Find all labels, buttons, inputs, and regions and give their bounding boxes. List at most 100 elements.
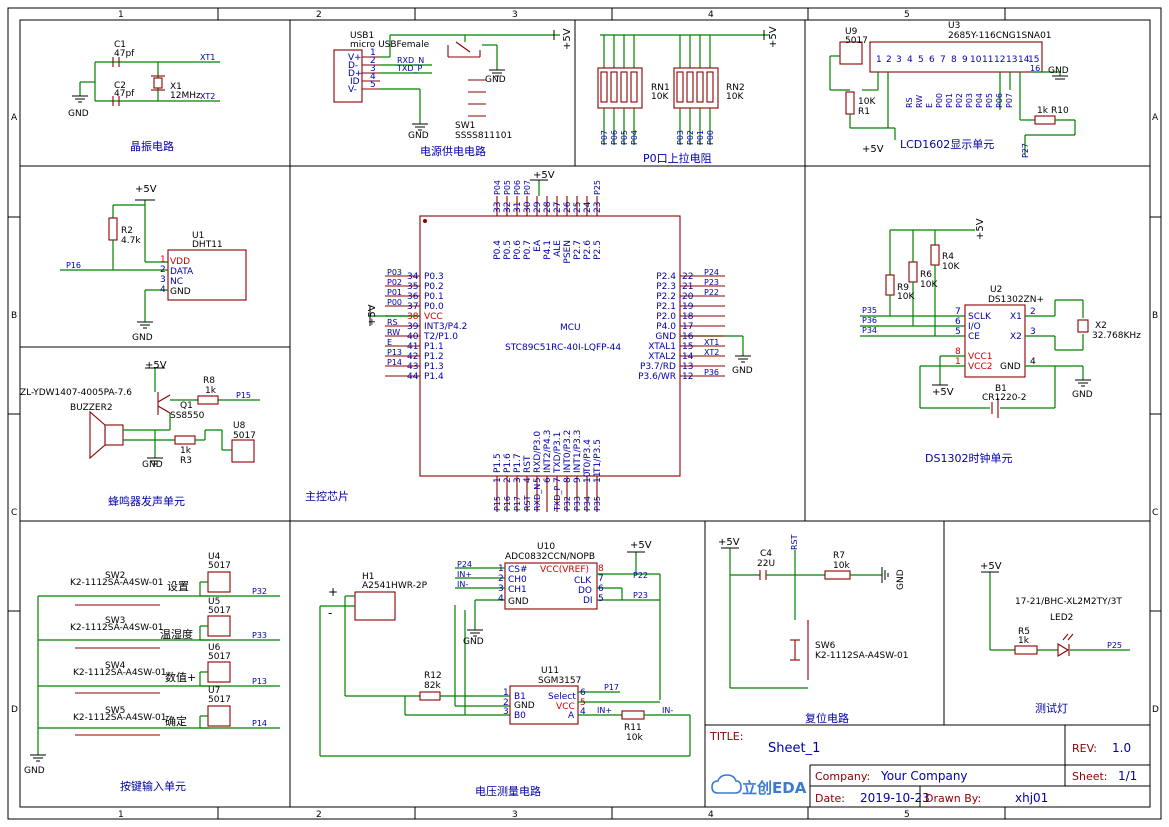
mcu-bottom-net: RST xyxy=(523,495,532,511)
mcu-left-pin-name: INT3/P4.2 xyxy=(424,322,467,332)
dht-pin-num-3: 3 xyxy=(160,275,166,285)
net-xt1: XT1 xyxy=(200,53,215,62)
mcu-right-pin-num: 13 xyxy=(682,362,693,372)
lceda-logo: 立创EDA xyxy=(711,774,807,797)
net-p22: P22 xyxy=(633,571,648,580)
mcu-bottom-pin-name: INT0/P3.2 xyxy=(563,430,573,473)
crystal-circuit xyxy=(72,57,220,106)
lcd-pin-4: 4 xyxy=(907,55,913,65)
net-in-minus: IN- xyxy=(662,706,673,715)
net-p04: P04 xyxy=(630,130,639,145)
u10-value: ADC0832CCN/NOPB xyxy=(505,552,595,562)
c1-value: 47pf xyxy=(114,49,135,59)
ds-pin-io: I/O xyxy=(968,322,981,332)
mcu-top-net: P06 xyxy=(513,180,522,195)
mcu-top-net: P07 xyxy=(523,180,532,195)
dht-pin-nc: NC xyxy=(170,277,183,287)
adc-pin-cs: CS# xyxy=(508,565,528,575)
mcu-left-pin-name: P0.1 xyxy=(424,292,444,302)
gnd-label: GND xyxy=(408,131,429,141)
mcu-top-pin-num: 24 xyxy=(583,201,593,213)
lcd-net-labels: RS RW E P00 P01 P02 P03 P04 P05 P06 P07 xyxy=(905,93,1014,108)
rn2-value: 10K xyxy=(726,92,744,102)
net-in-plus: IN+ xyxy=(457,570,472,579)
u9-ref: U9 xyxy=(845,27,858,37)
net-p01: P01 xyxy=(696,130,705,145)
r12-value: 82k xyxy=(424,681,441,691)
frame-col-1-bottom: 1 xyxy=(118,810,124,820)
mcu-left-pin-name: T2/P1.0 xyxy=(423,332,458,342)
rn1-value: 10K xyxy=(651,92,669,102)
usb-pin-num-2: 2 xyxy=(370,56,376,66)
ds-pin-sclk: SCLK xyxy=(968,312,992,322)
ds1302-unit xyxy=(860,229,1091,418)
c1-ref: C1 xyxy=(114,40,126,50)
mcu-left-net: P01 xyxy=(387,288,402,297)
sheet-title: Sheet_1 xyxy=(768,741,820,756)
gnd-label: GND xyxy=(68,109,89,119)
ds-pin-num-1: 1 xyxy=(955,357,961,367)
usb-pin-num-5: 5 xyxy=(370,80,376,90)
adc-pin-vcc: VCC(VREF) xyxy=(540,565,589,575)
u3-value: 2685Y-116CNG1SNA01 xyxy=(948,31,1052,41)
frame-labels: 1 2 3 4 5 1 2 3 4 5 A B C D A B C D xyxy=(11,10,1159,820)
reset-unit xyxy=(721,547,889,689)
u1-value: DHT11 xyxy=(192,240,223,250)
adc-pin-di: DI xyxy=(583,596,593,606)
adc-num-4: 4 xyxy=(498,594,504,604)
mcu-bottom-pin-num: 5 xyxy=(533,477,543,483)
mcu-right-pin-name: XTAL2 xyxy=(648,352,676,362)
mcu-left-pin-name: P0.0 xyxy=(424,302,444,312)
section-title-keys: 按键输入单元 xyxy=(120,779,186,793)
vcc-label: +5V xyxy=(145,360,167,371)
sw5-value: K2-1112SA-A4SW-01 xyxy=(73,713,167,723)
sgm-num-1: 1 xyxy=(503,688,509,698)
u6-value: 5017 xyxy=(208,652,231,662)
net-p16: P16 xyxy=(66,261,81,270)
mcu-bottom-net: P35 xyxy=(593,496,602,511)
r10-value: 1k xyxy=(1037,106,1049,116)
mcu-bottom-pin-name: INT2/P4.3 xyxy=(543,430,553,473)
mcu-left-pin-num: 38 xyxy=(407,312,419,322)
u4-value: 5017 xyxy=(208,561,231,571)
mcu-bottom-pin-num: 7 xyxy=(553,477,563,483)
mcu-top-pin-num: 25 xyxy=(573,202,583,213)
frame-row-d: D xyxy=(11,705,18,715)
mcu-top-pin-name: P2.6 xyxy=(583,240,593,260)
mcu-left-net: P14 xyxy=(387,358,402,367)
c4-value: 22U xyxy=(757,559,775,569)
x1-ref: X1 xyxy=(170,82,182,92)
buzzer-ref: BUZZER2 xyxy=(70,403,113,413)
net-p05: P05 xyxy=(985,93,994,108)
lcd-pin-13: 13 xyxy=(1006,55,1017,65)
r12-ref: R12 xyxy=(424,671,442,681)
header-minus: - xyxy=(328,606,332,620)
mcu-right-pin-name: P3.7/RD xyxy=(640,362,676,372)
adc-num-2: 2 xyxy=(498,574,504,584)
sgm-pin-gnd: GND xyxy=(514,701,535,711)
mcu-top-pin-num: 28 xyxy=(543,201,553,213)
mcu-right-pin-num: 19 xyxy=(682,302,694,312)
mcu-left-pin-name: P1.4 xyxy=(424,372,444,382)
lcd-pin-9: 9 xyxy=(962,55,968,65)
ds-pin-ce: CE xyxy=(968,332,980,342)
gnd-label: GND xyxy=(142,460,163,470)
mcu-top-pin-num: 33 xyxy=(493,202,503,213)
net-p07: P07 xyxy=(1005,93,1014,108)
vcc-label: +5V xyxy=(768,26,779,48)
dht-pin-data: DATA xyxy=(170,267,194,277)
net-xt2: XT2 xyxy=(200,92,215,101)
section-title-power: 电源供电电路 xyxy=(420,144,486,158)
mcu-bottom-net: P15 xyxy=(493,496,502,511)
vcc-label: +5V xyxy=(135,184,157,195)
h1-ref: H1 xyxy=(362,572,375,582)
sgm-num-3: 3 xyxy=(503,707,509,717)
usb-pin-num-3: 3 xyxy=(370,64,376,74)
mcu-top-pin-num: 23 xyxy=(593,202,603,213)
mcu-right-pin-name: P2.2 xyxy=(656,292,676,302)
mcu-bottom-pin-num: 3 xyxy=(513,477,523,483)
section-title-rtc: DS1302时钟单元 xyxy=(925,451,1012,465)
net-rst: RST xyxy=(790,534,799,550)
key-val-label: 数值+ xyxy=(165,671,196,684)
